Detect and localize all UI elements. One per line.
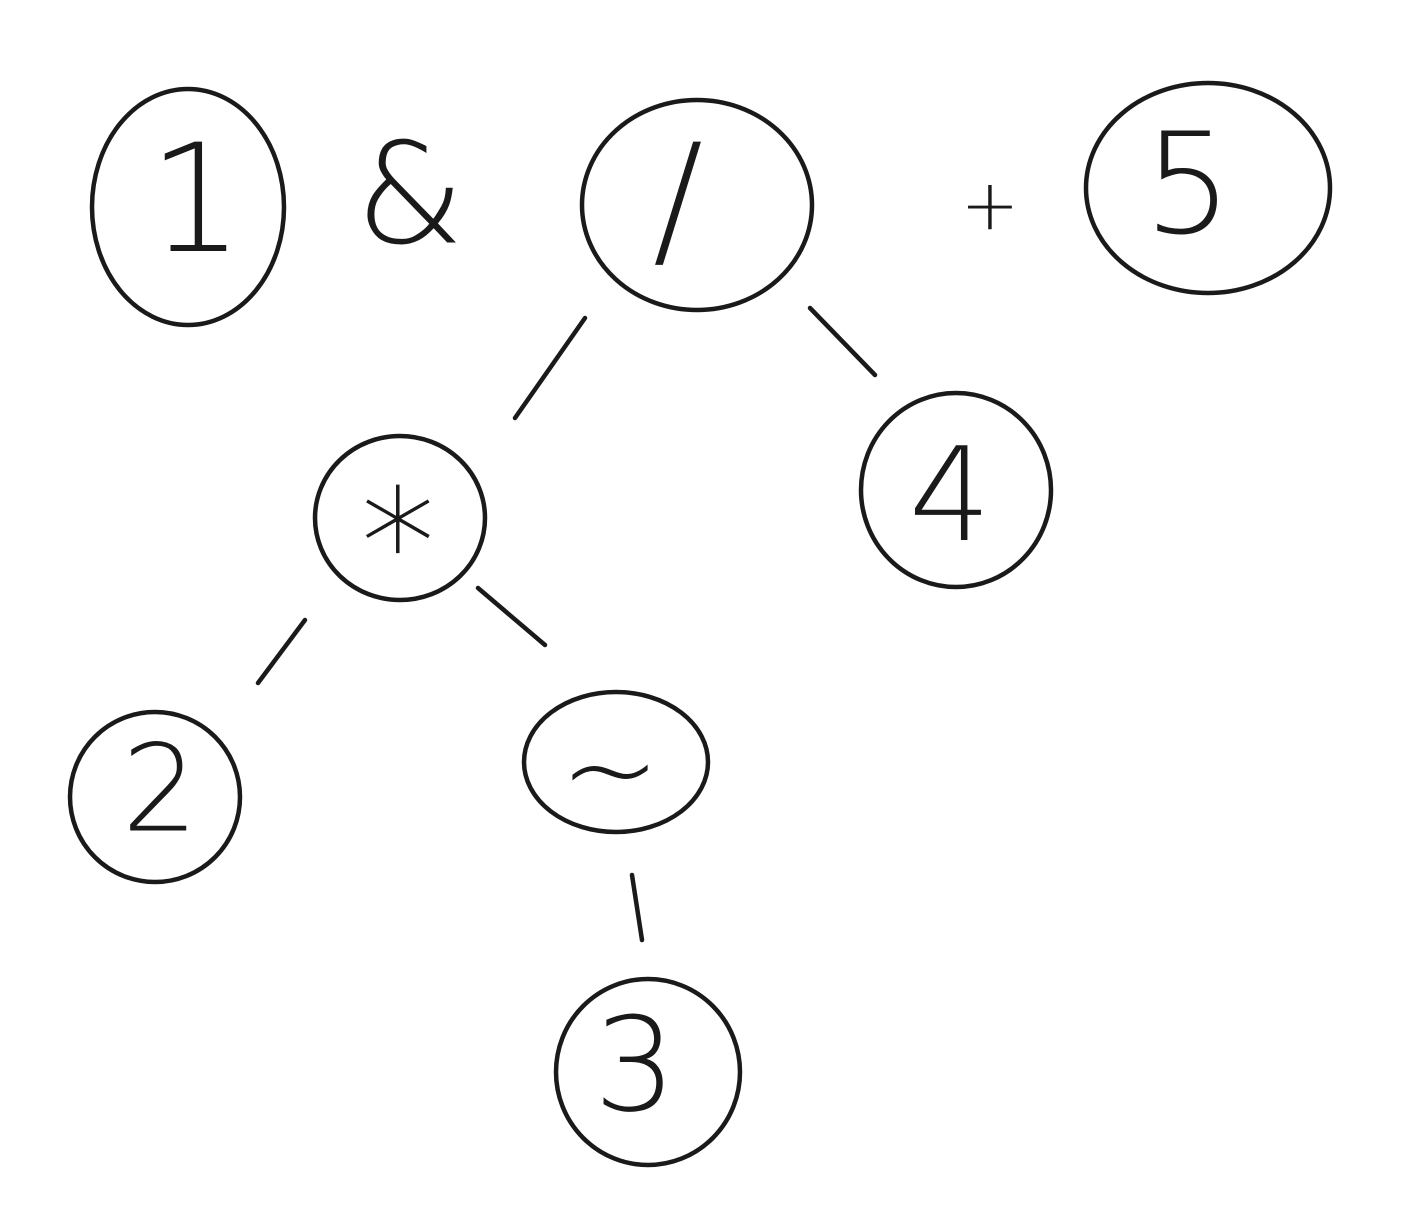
node-tilde: ~	[521, 689, 711, 840]
node-3-label: 3	[594, 989, 677, 1141]
node-1-label: 1	[148, 113, 243, 287]
node-5-label: 5	[1143, 104, 1232, 267]
edge-div-four	[807, 305, 878, 378]
node-mul-label: *	[361, 458, 436, 632]
node-5: 5	[1083, 80, 1333, 296]
node-div: /	[579, 97, 815, 313]
edge-mul-tilde	[475, 585, 548, 648]
operator-plus: +	[961, 164, 1020, 246]
operator-and: &	[355, 114, 464, 277]
node-3: 3	[553, 976, 743, 1168]
edge-div-mul	[512, 315, 588, 421]
node-2-label: 2	[122, 721, 198, 860]
edge-mul-two	[255, 617, 308, 686]
node-mul: *	[312, 433, 488, 632]
edge-tilde-three	[629, 872, 645, 943]
node-div-label: /	[653, 113, 704, 287]
node-1: 1	[89, 86, 287, 328]
node-tilde-label: ~	[560, 701, 661, 840]
node-2: 2	[67, 709, 243, 885]
node-4-label: 4	[909, 419, 992, 571]
node-4: 4	[858, 390, 1054, 590]
